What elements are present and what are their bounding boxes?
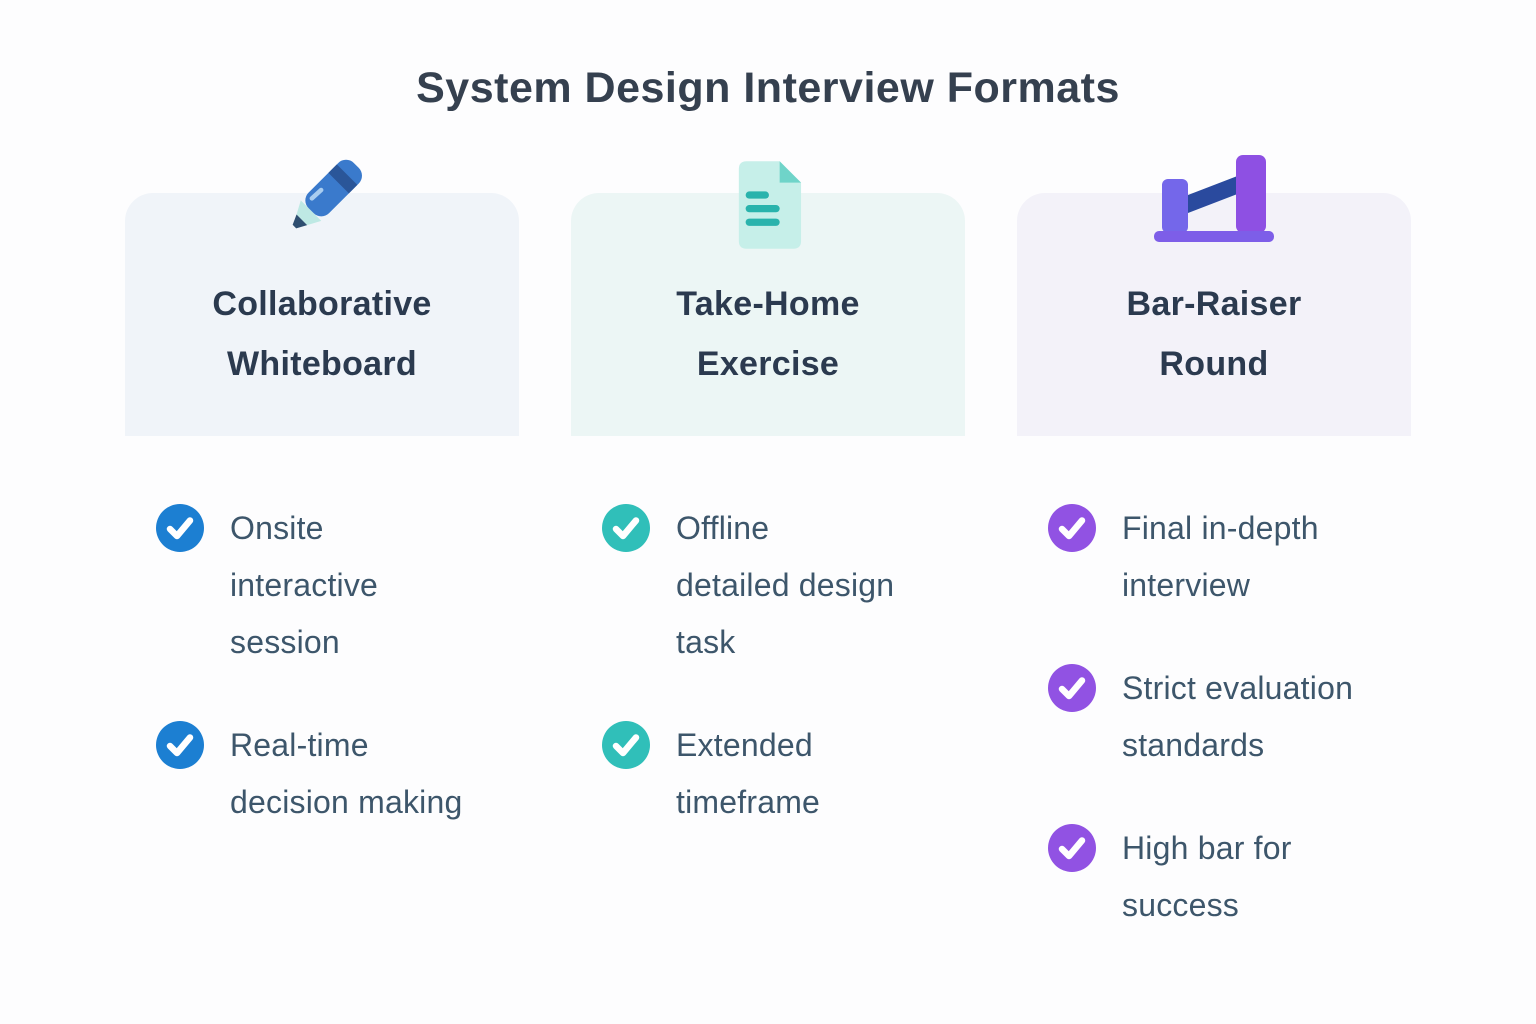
check-icon: [1048, 824, 1096, 872]
bar-raiser-icon: [1154, 155, 1274, 242]
list-item: High bar for success: [1048, 820, 1411, 934]
check-icon: [602, 721, 650, 769]
list-item: Real-time decision making: [156, 717, 519, 831]
check-icon: [1048, 664, 1096, 712]
list-item: Onsite interactive session: [156, 500, 519, 671]
card-collaborative-whiteboard: Collaborative Whiteboard: [125, 159, 519, 436]
feature-text: Real-time decision making: [230, 727, 463, 820]
card-take-home-exercise: Take-Home Exercise: [571, 161, 965, 436]
feature-list: Final in-depth interview Strict evaluati…: [1017, 500, 1411, 934]
feature-text: Final in-depth interview: [1122, 510, 1319, 603]
feature-list: Onsite interactive session Real-time dec…: [125, 500, 519, 831]
list-item: Extended timeframe: [602, 717, 965, 831]
marker-pen-icon: [270, 147, 374, 251]
column-take-home-exercise: Take-Home Exercise Offline detailed desi…: [571, 161, 965, 934]
feature-list: Offline detailed design task Extended ti…: [571, 500, 965, 831]
card-heading: Bar-Raiser Round: [1126, 285, 1302, 383]
list-item: Final in-depth interview: [1048, 500, 1411, 614]
card-heading: Take-Home Exercise: [676, 285, 860, 383]
card-heading: Collaborative Whiteboard: [212, 285, 432, 383]
card-bar-raiser-round: Bar-Raiser Round: [1017, 155, 1411, 436]
check-icon: [1048, 504, 1096, 552]
formats-board: Collaborative Whiteboard Onsite interact…: [125, 155, 1411, 934]
feature-text: Offline detailed design task: [676, 510, 895, 660]
feature-text: Strict evaluation standards: [1122, 670, 1354, 763]
list-item: Strict evaluation standards: [1048, 660, 1411, 774]
page-title: System Design Interview Formats: [416, 64, 1120, 112]
feature-text: Onsite interactive session: [230, 510, 379, 660]
check-icon: [156, 504, 204, 552]
check-icon: [156, 721, 204, 769]
list-item: Offline detailed design task: [602, 500, 965, 671]
feature-text: High bar for success: [1122, 830, 1292, 923]
column-collaborative-whiteboard: Collaborative Whiteboard Onsite interact…: [125, 159, 519, 934]
feature-text: Extended timeframe: [676, 727, 821, 820]
document-icon: [733, 159, 803, 251]
check-icon: [602, 504, 650, 552]
column-bar-raiser-round: Bar-Raiser Round Final in-depth intervie…: [1017, 155, 1411, 934]
